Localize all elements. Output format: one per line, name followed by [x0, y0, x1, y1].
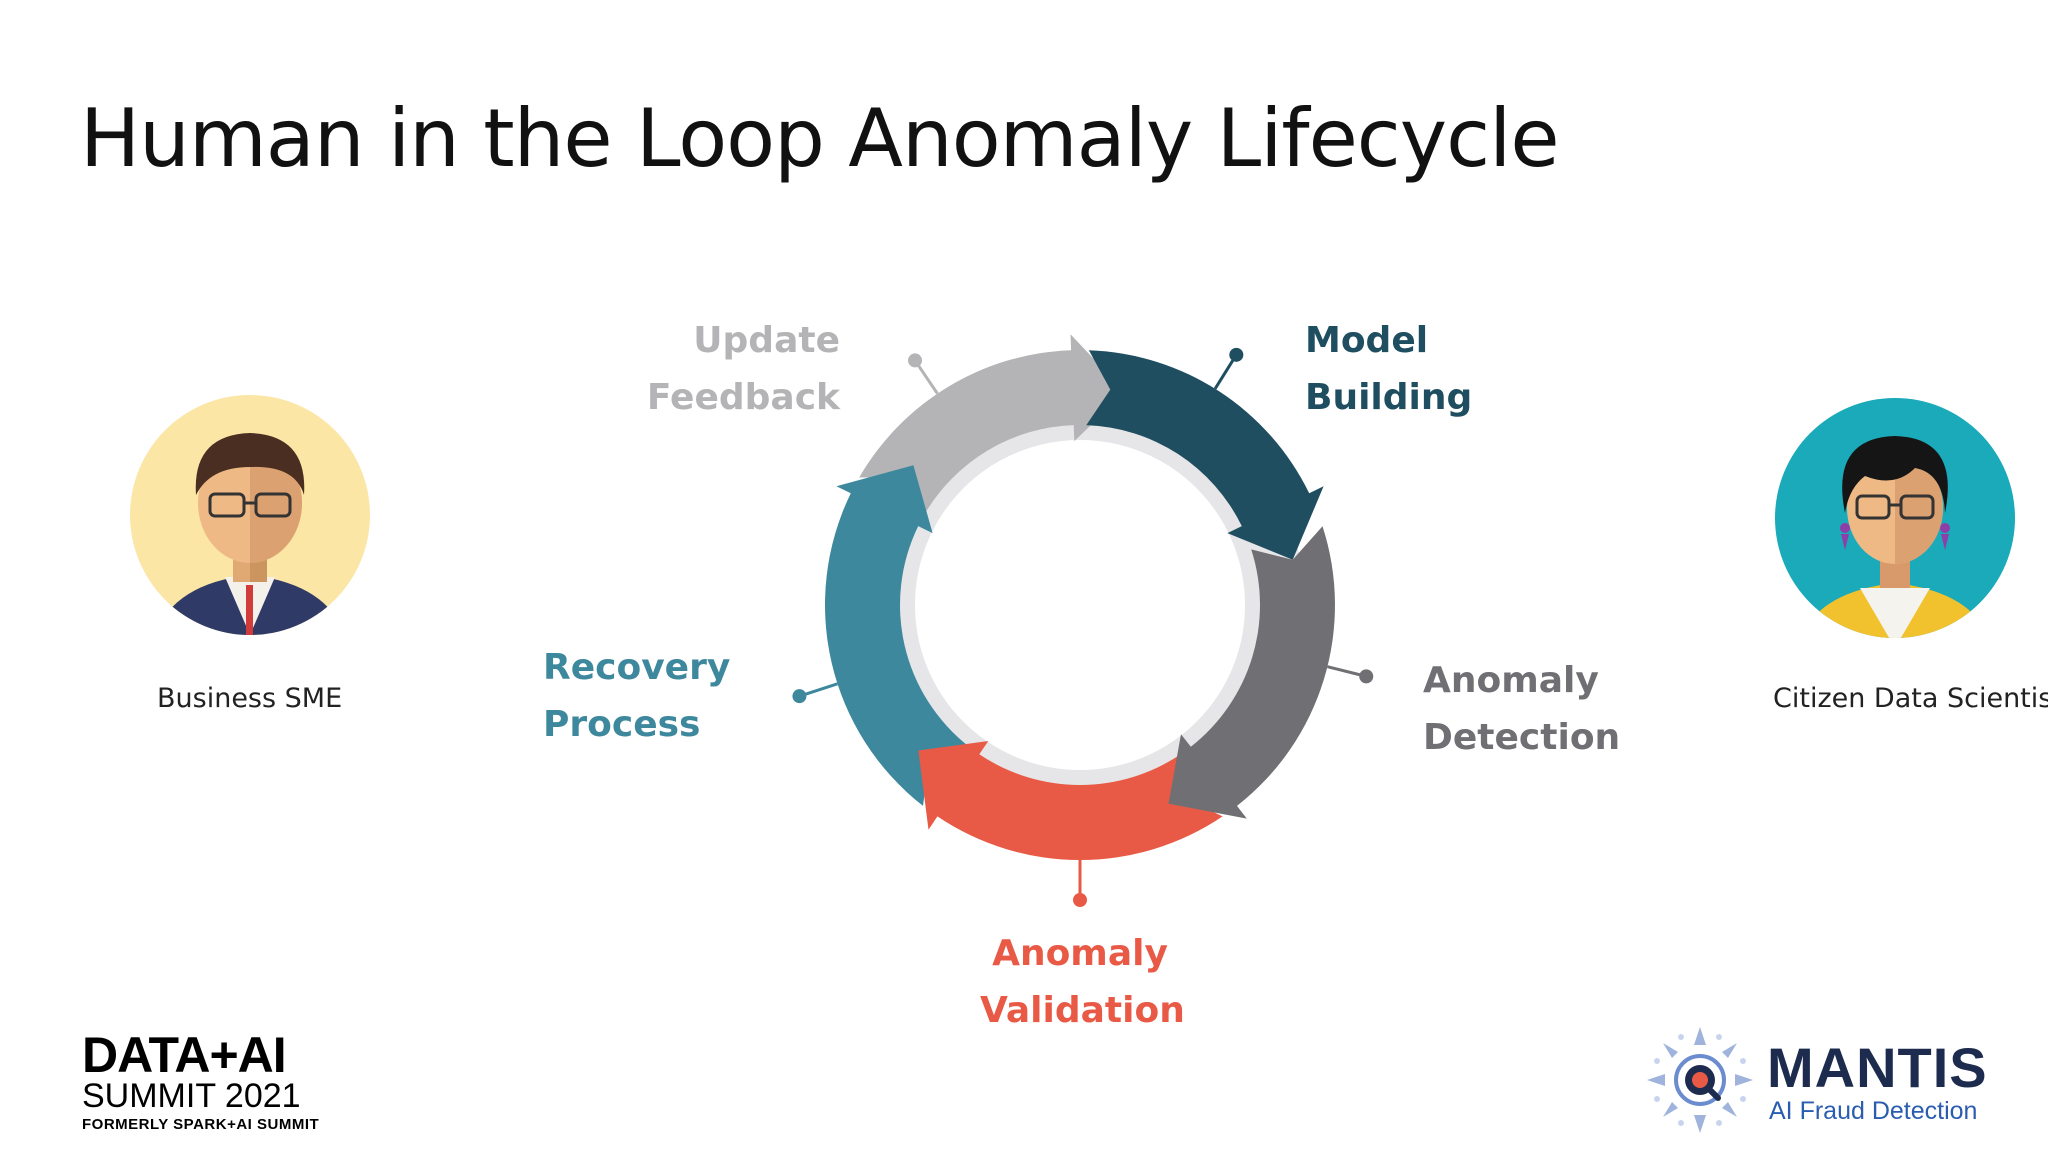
step-anomaly-validation-label: Anomaly Validation: [980, 933, 1185, 1031]
citizen-data-scientist-label: Citizen Data Scientist: [1773, 683, 2048, 714]
slide-title: Human in the Loop Anomaly Lifecycle: [80, 92, 1560, 185]
step-recovery-process-label: Recovery Process: [543, 647, 731, 745]
data-ai-summit-logo: DATA+AI SUMMIT 2021 FORMERLY SPARK+AI SU…: [82, 1027, 320, 1133]
anomaly-validation-connector-dot: [1073, 893, 1087, 907]
model-building-connector-dot: [1229, 347, 1244, 362]
model-building-arc: [1086, 350, 1324, 560]
step-update-feedback-label: Update Feedback: [646, 320, 840, 418]
step-model-building-label: Model Building: [1305, 320, 1473, 418]
anomaly-detection-arc: [1168, 526, 1335, 819]
update-feedback-arc: [859, 334, 1126, 515]
recovery-process-connector-dot: [792, 689, 807, 704]
business-man-avatar-icon: [130, 395, 370, 635]
update-feedback-connector-dot: [908, 353, 923, 368]
mantis-compass-icon: [1647, 1027, 1753, 1133]
anomaly-validation-arc: [918, 741, 1223, 860]
business-sme-label: Business SME: [157, 683, 343, 714]
woman-data-scientist-avatar-icon: [1775, 398, 2015, 638]
business-sme-avatar: [130, 395, 370, 635]
step-anomaly-detection-label: Anomaly Detection: [1423, 660, 1621, 758]
recovery-process-arc: [825, 465, 970, 806]
anomaly-detection-connector-dot: [1359, 669, 1374, 684]
citizen-data-scientist-avatar: [1775, 398, 2015, 638]
mantis-logo: MANTIS AI Fraud Detection: [1645, 1025, 1990, 1135]
